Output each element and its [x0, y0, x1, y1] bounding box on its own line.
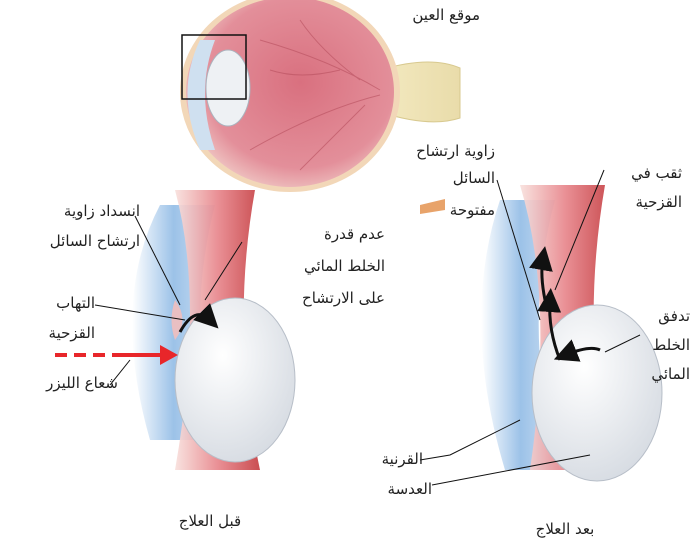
blocked-angle-label-line1: انسداد زاوية: [10, 200, 140, 222]
iritis-label-line1: التهاب: [10, 292, 95, 314]
no-drain-label-line2: الخلط المائي: [240, 255, 385, 277]
before-treatment-caption: قبل العلاج: [150, 510, 270, 532]
laser-beam-label: شعاع الليزر: [8, 372, 118, 394]
open-angle-label-line1: زاوية ارتشاح: [380, 140, 495, 162]
open-angle-label-line2: السائل: [380, 167, 495, 189]
iris-hole-label-line1: ثقب في: [600, 162, 682, 184]
no-drain-label-line1: عدم قدرة: [240, 223, 385, 245]
iritis-label-line2: القزحية: [10, 322, 95, 344]
aqueous-flow-label-line2: الخلط: [625, 334, 690, 356]
blocked-angle-label-line2: ارتشاح السائل: [10, 230, 140, 252]
aqueous-flow-label-line3: المائي: [625, 363, 690, 385]
lens-label: العدسة: [362, 478, 432, 500]
open-angle-label-line3: مفتوحة: [380, 199, 495, 221]
after-treatment-caption: بعد العلاج: [505, 518, 625, 540]
aqueous-flow-label-line1: تدفق: [625, 305, 690, 327]
no-drain-label-line3: على الارتشاح: [240, 287, 385, 309]
cornea-label: القرنية: [365, 448, 423, 470]
eye-location-label: موقع العين: [370, 4, 480, 26]
iris-hole-label-line2: القزحية: [600, 191, 682, 213]
